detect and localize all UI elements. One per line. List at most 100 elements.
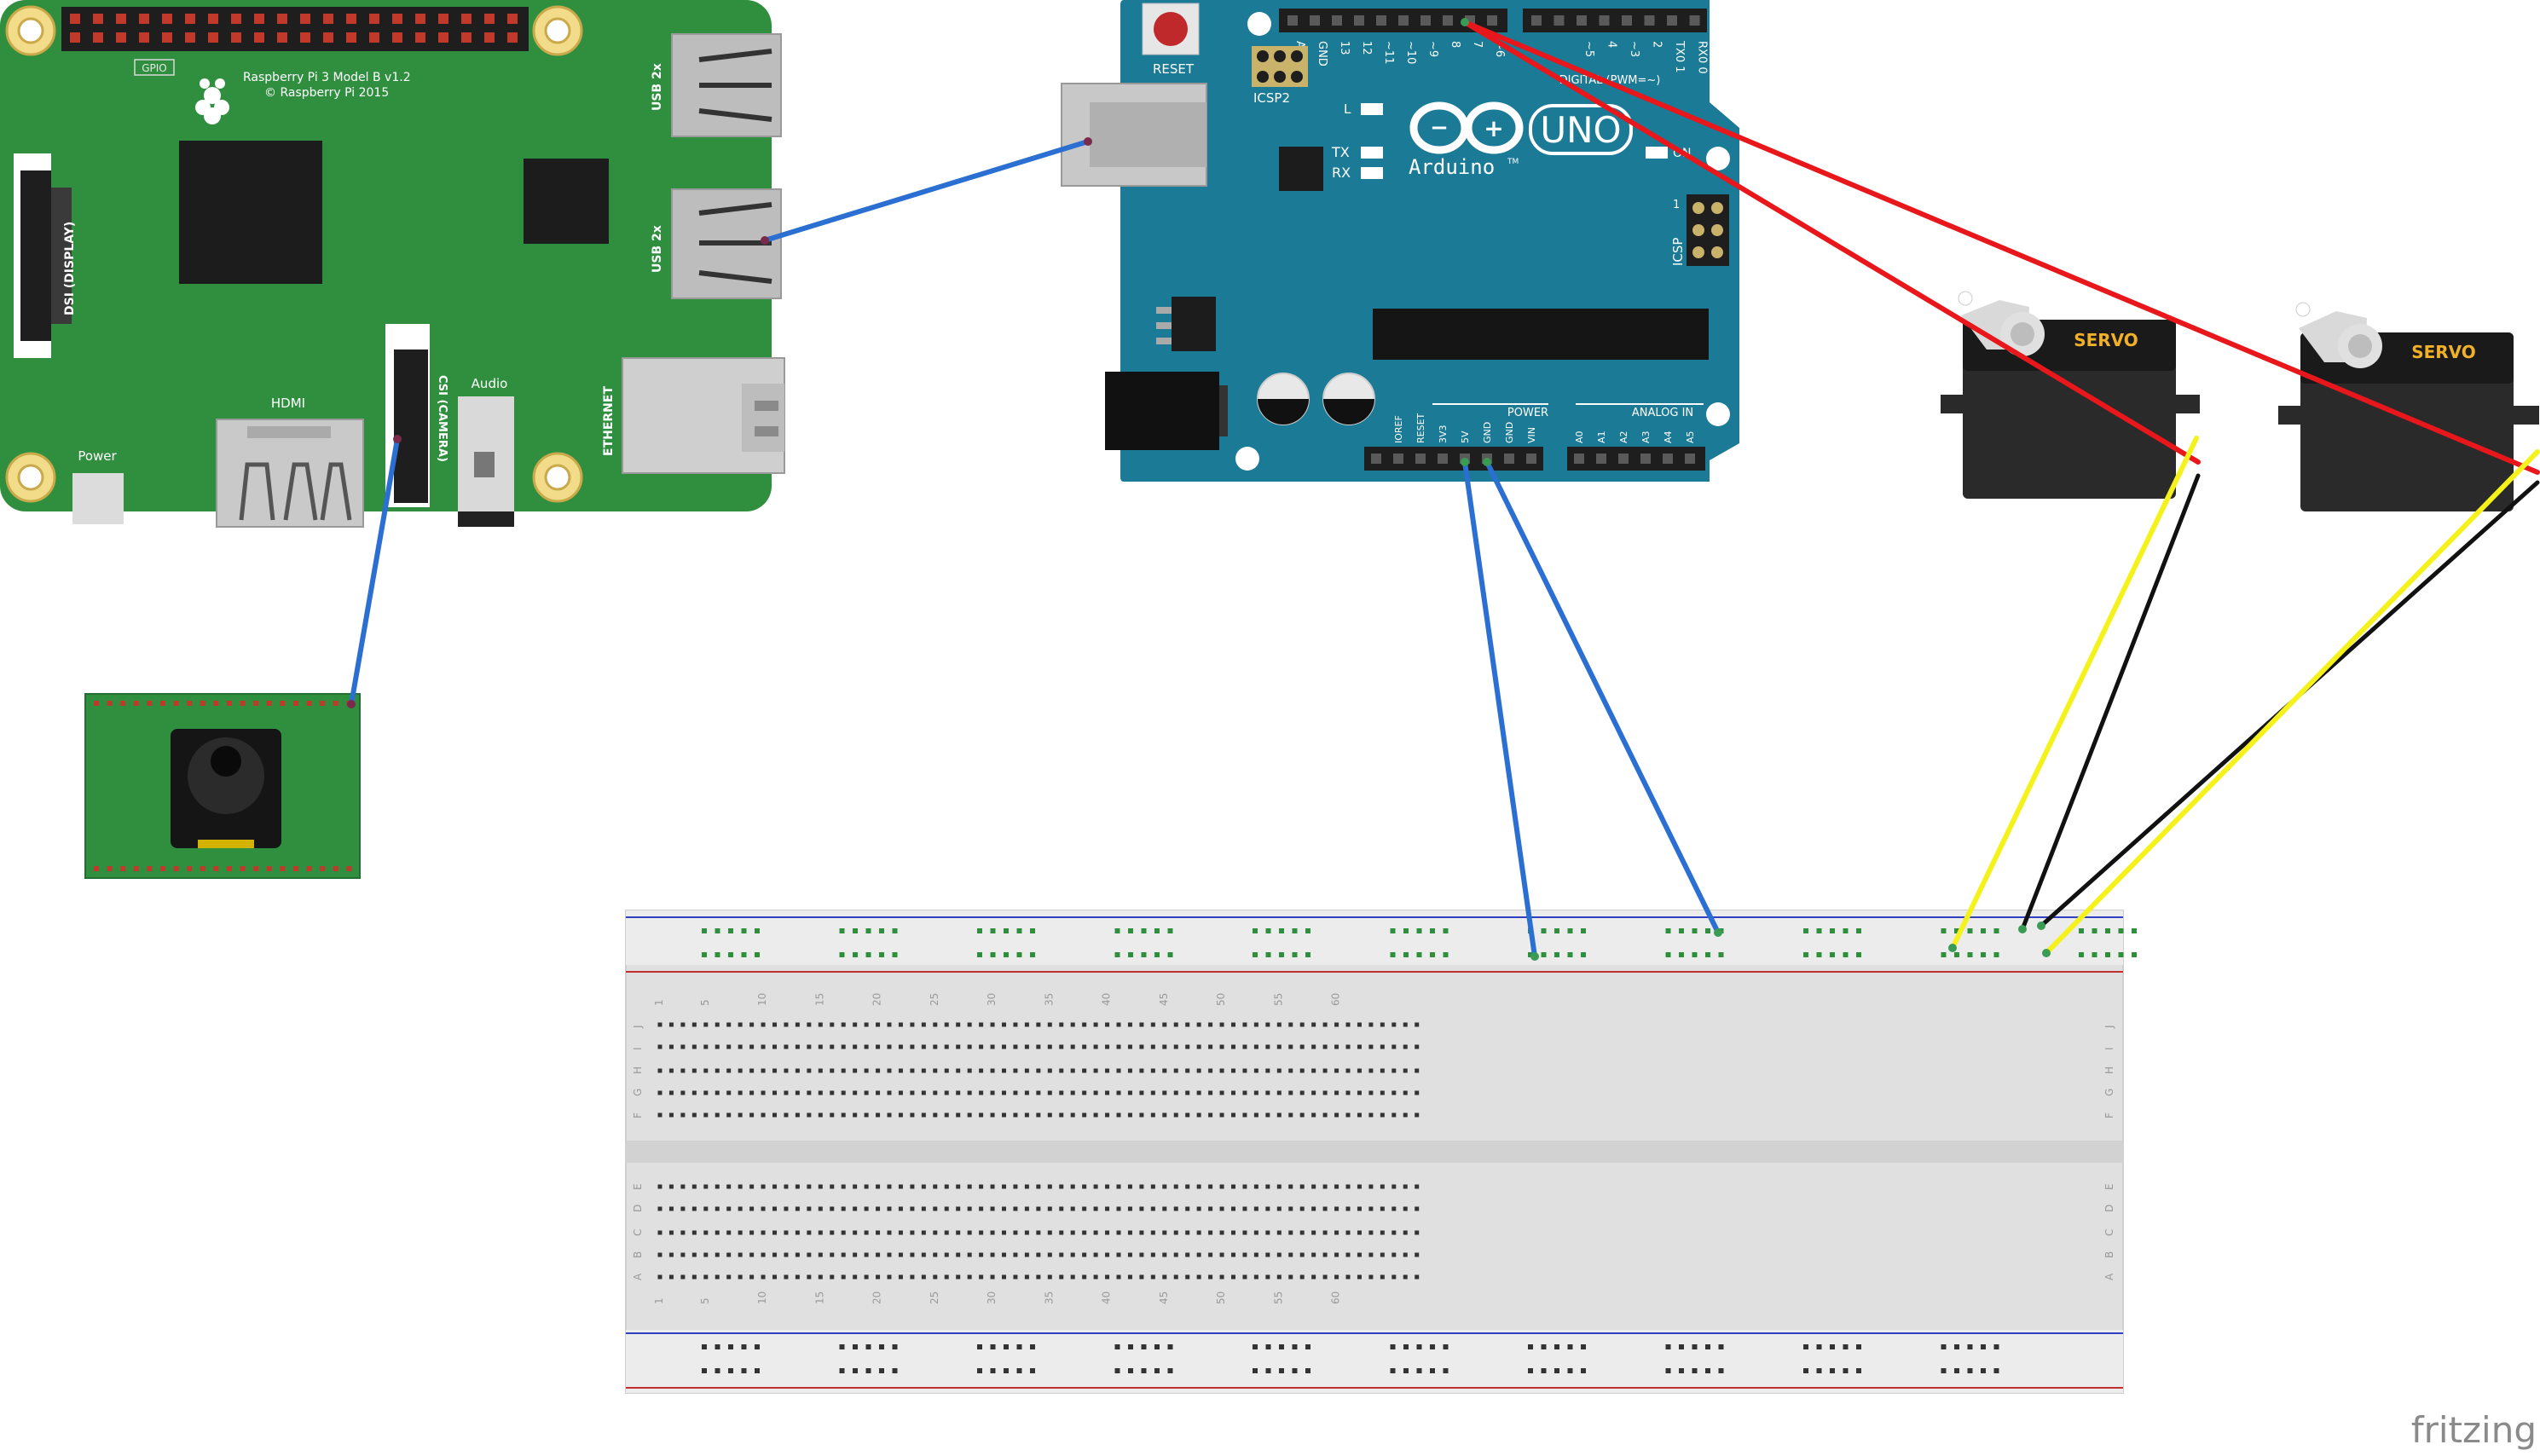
svg-text:+: + (1484, 114, 1503, 142)
breadboard-column-number: 40 (1101, 1291, 1113, 1304)
capacitors (1257, 373, 1375, 425)
wire-camera-blue (349, 436, 400, 707)
icsp-label: ICSP (1670, 238, 1686, 266)
fritzing-watermark: fritzing (2411, 1409, 2537, 1451)
usb-port-1 (671, 33, 782, 137)
on-led (1646, 147, 1668, 159)
dc-power-jack (1105, 372, 1228, 450)
digital-pin-label: ~5 (1582, 41, 1595, 57)
dsi-connector (14, 153, 72, 358)
breadboard-column-number: 20 (871, 1291, 883, 1304)
reset-button (1142, 3, 1200, 55)
breadboard-row-letter: B (632, 1251, 644, 1258)
wires (349, 20, 2540, 959)
wire-gnd-blue (1484, 459, 1721, 935)
power-pin-label: RESET (1415, 413, 1426, 443)
digital-pin-label: TX0 1 (1673, 40, 1686, 73)
breadboard-row-letter: C (2103, 1229, 2115, 1236)
breadboard-column-number: 25 (929, 1291, 940, 1304)
uno-label: UNO (1540, 109, 1621, 151)
atmega-chip (1373, 309, 1709, 360)
analog-pin-label: A0 (1574, 430, 1585, 443)
digital-pin-label: ~11 (1382, 41, 1395, 64)
digital-pin-label: ~10 (1404, 41, 1417, 64)
power-pin-label: GND (1482, 422, 1493, 443)
arduino-usb-port (1061, 83, 1207, 187)
wire-yellow-2 (2044, 449, 2540, 956)
breadboard-column-number: 60 (1330, 1291, 1342, 1304)
raspberry-pi-board: GPIO Raspberry Pi 3 Model B v1.2 © Raspb… (0, 0, 785, 528)
breadboard-row-letter: I (2103, 1047, 2115, 1050)
icsp-pin1-label: 1 (1673, 199, 1680, 211)
usb-interface-chip (1279, 147, 1323, 191)
hdmi-label: HDMI (271, 396, 305, 411)
digital-pin-label: GND (1316, 41, 1328, 66)
power-section-label: POWER (1507, 407, 1548, 419)
breadboard-row-letter: E (2103, 1183, 2115, 1190)
breadboard-row-letter: G (2103, 1089, 2115, 1096)
l-led (1361, 103, 1383, 115)
digital-header (1279, 9, 1707, 32)
icsp-header (1687, 194, 1729, 266)
wire-endpoints (1461, 18, 2051, 961)
arduino-hole (1706, 402, 1730, 426)
breadboard-row-letter: G (632, 1089, 644, 1096)
analog-pin-label: A5 (1685, 430, 1696, 443)
reset-label: RESET (1153, 61, 1195, 77)
uno-badge (1529, 104, 1633, 155)
breadboard-column-number: 55 (1272, 1291, 1284, 1304)
rx-led-label: RX (1332, 165, 1351, 181)
digital-pin-label: 2 (1651, 41, 1663, 48)
arduino-hole (1247, 12, 1271, 36)
arduino-hole (1706, 147, 1730, 170)
tx-led (1361, 147, 1383, 159)
analog-pin-label: A1 (1596, 430, 1607, 443)
breadboard-column-number: 50 (1215, 993, 1227, 1006)
pi-mounting-holes (5, 5, 583, 503)
wire-black-1 (2020, 473, 2201, 932)
breadboard-column-number: 45 (1158, 1291, 1170, 1304)
rx-led (1361, 167, 1383, 179)
servo-2-label: SERVO (2411, 342, 2476, 362)
camera-module (84, 693, 361, 879)
digital-pin-label: 8 (1449, 41, 1461, 48)
breadboard-column-number: 55 (1272, 993, 1284, 1006)
audio-label: Audio (472, 376, 508, 391)
icsp2-label: ICSP2 (1253, 90, 1290, 106)
breadboard-column-number: 45 (1158, 993, 1170, 1006)
breadboard-row-letter: C (632, 1229, 644, 1236)
ethernet-label: ETHERNET (602, 386, 616, 456)
digital-pin-label: 13 (1338, 41, 1351, 55)
power-port (72, 473, 124, 524)
breadboard-column-number: 35 (1043, 1291, 1055, 1304)
breadboard: 1155101015152020252530303535404045455050… (625, 910, 2137, 1394)
digital-pin-label: 12 (1360, 41, 1373, 55)
power-pin-label: GND (1504, 422, 1515, 443)
breadboard-column-number: 30 (986, 993, 998, 1006)
breadboard-column-number: 50 (1215, 1291, 1227, 1304)
breadboard-row-letter: H (632, 1066, 644, 1074)
arduino-logo-icon (1409, 101, 1524, 154)
breadboard-row-letter: B (2103, 1251, 2115, 1258)
breadboard-row-letter: I (632, 1047, 644, 1050)
power-pin-label: VIN (1526, 427, 1537, 443)
breadboard-row-letter: F (2103, 1112, 2115, 1118)
breadboard-column-number: 5 (699, 999, 711, 1006)
breadboard-column-number: 30 (986, 1291, 998, 1304)
arduino-brand: Arduino (1409, 155, 1495, 179)
breadboard-column-number: 35 (1043, 993, 1055, 1006)
csi-label: CSI (CAMERA) (436, 375, 448, 462)
wire-signal-red-2 (1462, 20, 2540, 475)
analog-pin-label: A4 (1663, 430, 1674, 443)
breadboard-column-number: 10 (756, 993, 768, 1006)
breadboard-row-letter: H (2103, 1066, 2115, 1074)
power-pin-label: IOREF (1393, 415, 1404, 443)
power-pin-label: 5V (1460, 430, 1471, 443)
breadboard-column-number: 1 (653, 999, 665, 1006)
breadboard-column-number: 15 (813, 993, 825, 1006)
breadboard-column-number: 10 (756, 1291, 768, 1304)
dsi-label: DSI (DISPLAY) (63, 222, 77, 315)
